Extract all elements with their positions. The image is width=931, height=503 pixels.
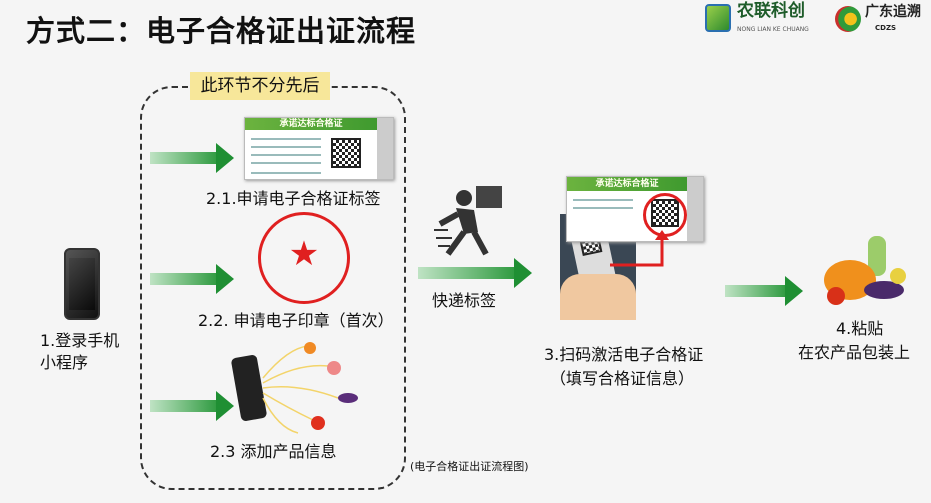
step1-label-line2: 小程序: [40, 353, 89, 372]
vegetables-image: [824, 236, 906, 305]
nonglian-subtitle: NONG LIAN KE CHUANG: [737, 26, 809, 33]
scan-pointer-arrow: [610, 230, 669, 267]
step4-label-line2: 在农产品包装上: [798, 343, 911, 362]
cdzs-name: 广东追溯: [865, 4, 921, 20]
arrow-to-step2-3: [150, 391, 234, 421]
step1-label-line1: 1.登录手机: [40, 331, 120, 350]
nonglian-name: 农联科创: [737, 1, 805, 21]
cdzs-logo: 广东追溯 CDZS: [835, 2, 930, 36]
step3-label-line1: 3.扫码激活电子合格证: [544, 345, 704, 364]
courier-icon: [434, 186, 502, 256]
step4-label-line1: 4.粘贴: [836, 319, 884, 338]
smartphone-icon: [64, 248, 100, 320]
carrot-icon: [304, 342, 316, 354]
step3-label-line2: （填写合格证信息）: [550, 369, 695, 388]
page-title: 方式二：电子合格证出证流程: [26, 14, 417, 48]
peach-icon: [327, 361, 341, 375]
card-header: 承诺达标合格证: [245, 118, 377, 130]
cdzs-emblem-icon: [835, 6, 861, 32]
tomato-icon: [311, 416, 325, 430]
courier-label: 快递标签: [432, 291, 497, 310]
produce-links-image: [262, 342, 358, 434]
arrow-to-step3: [418, 258, 532, 288]
card-header-2: 承诺达标合格证: [567, 177, 687, 191]
group-label: 此环节不分先后: [190, 72, 330, 100]
caption: (电子合格证出证流程图): [410, 460, 529, 473]
leaf-icon: [705, 4, 731, 32]
cdzs-subtitle: CDZS: [875, 24, 897, 32]
qr-code-icon: [331, 138, 361, 168]
nonglian-logo: 农联科创 NONG LIAN KE CHUANG: [705, 2, 830, 36]
eggplant-icon: [338, 393, 358, 403]
step2-3-label: 2.3 添加产品信息: [210, 442, 337, 461]
certificate-label-image: 承诺达标合格证: [244, 117, 394, 180]
arrow-to-step4: [725, 276, 803, 306]
arrow-to-step2-2: [150, 264, 234, 294]
star-icon: ★: [288, 234, 320, 274]
scanned-certificate-image: 承诺达标合格证: [566, 176, 704, 242]
step2-1-label: 2.1.申请电子合格证标签: [206, 189, 381, 208]
arrow-to-step2-1: [150, 143, 234, 173]
step2-2-label: 2.2. 申请电子印章（首次）: [198, 311, 394, 330]
electronic-seal-image: ★: [258, 212, 350, 304]
